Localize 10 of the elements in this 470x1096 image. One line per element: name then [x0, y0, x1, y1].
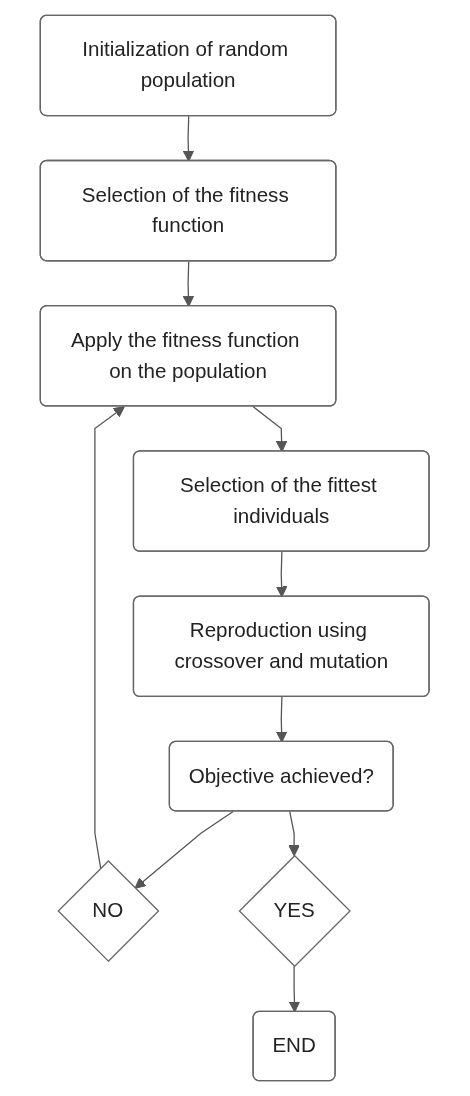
node-diamond: NO	[57, 860, 160, 963]
arrow	[276, 696, 288, 743]
arrow	[134, 810, 235, 889]
arrow	[183, 260, 195, 307]
arrow	[288, 810, 301, 857]
arrow	[183, 115, 195, 162]
node-diamond: YES	[238, 854, 352, 968]
arrow	[276, 551, 288, 598]
arrow	[289, 965, 301, 1013]
arrow	[94, 406, 126, 869]
